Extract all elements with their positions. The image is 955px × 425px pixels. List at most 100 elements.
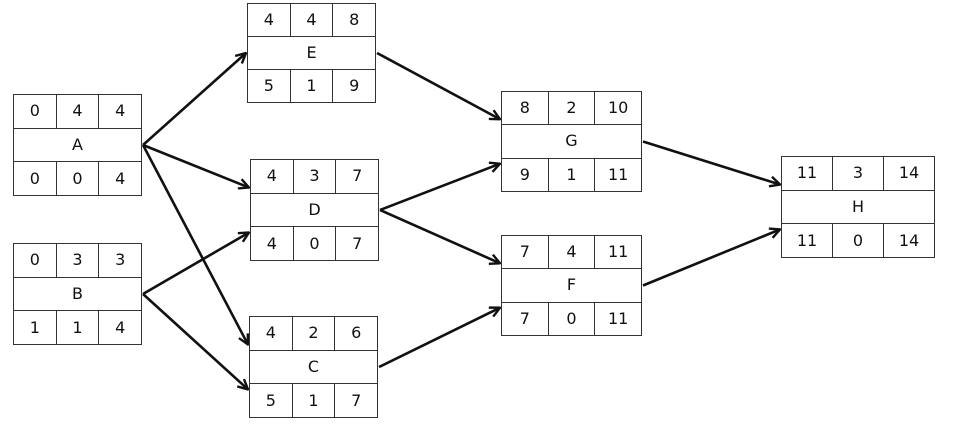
node-d-label: D xyxy=(308,200,321,219)
activity-node-h: 11 3 14 H 11 0 14 xyxy=(781,156,935,258)
node-b-bottom-cell-2: 1 xyxy=(55,311,99,345)
node-e-label-row: E xyxy=(248,36,375,69)
node-f-label: F xyxy=(566,275,577,295)
arrow-f-to-h xyxy=(642,229,780,287)
activity-node-e: 4 4 8 E 5 1 9 xyxy=(247,3,376,103)
arrow-a-to-d xyxy=(142,143,249,188)
node-d-bottom-row: 4 0 7 xyxy=(251,226,378,261)
node-e-bottom-cell-1: 5 xyxy=(263,76,274,95)
node-e-top-cell-1: 4 xyxy=(263,10,274,29)
node-d-top-cell-3: 7 xyxy=(335,160,378,193)
node-b-bottom-cell-3: 4 xyxy=(98,311,141,345)
node-h-bottom-cell-1: 11 xyxy=(796,230,818,250)
node-f-top-row: 7 4 11 xyxy=(502,236,641,269)
node-e-top-cell-3: 8 xyxy=(332,4,375,36)
node-d-top-cell-1: 4 xyxy=(266,166,277,186)
node-g-label: G xyxy=(565,131,578,151)
node-c-bottom-cell-3: 7 xyxy=(334,384,377,418)
node-e-bottom-cell-3: 9 xyxy=(332,70,375,102)
arrow-d-to-f xyxy=(379,208,500,263)
node-f-bottom-cell-1: 7 xyxy=(519,308,530,328)
node-f-bottom-cell-2: 0 xyxy=(547,302,595,335)
node-a-bottom-cell-2: 0 xyxy=(55,162,99,196)
arrow-b-to-c xyxy=(142,293,248,389)
node-b-label: B xyxy=(72,284,83,303)
node-d-label-row: D xyxy=(251,192,378,227)
node-b-label-row: B xyxy=(14,276,141,311)
node-e-top-row: 4 4 8 xyxy=(248,4,375,36)
node-h-top-row: 11 3 14 xyxy=(782,157,934,190)
node-g-label-row: G xyxy=(502,124,641,157)
node-f-label-row: F xyxy=(502,268,641,301)
node-a-top-cell-3: 4 xyxy=(98,95,141,128)
node-e-bottom-cell-2: 1 xyxy=(289,70,333,102)
node-g-top-cell-2: 2 xyxy=(547,92,595,125)
node-c-top-cell-1: 4 xyxy=(265,323,276,343)
node-c-bottom-cell-1: 5 xyxy=(265,390,276,410)
node-a-label-row: A xyxy=(14,127,141,162)
node-e-label: E xyxy=(306,43,317,62)
node-c-bottom-cell-2: 1 xyxy=(291,384,335,418)
node-d-top-row: 4 3 7 xyxy=(251,160,378,193)
node-c-top-row: 4 2 6 xyxy=(250,317,377,350)
node-h-label-row: H xyxy=(782,189,934,224)
node-h-bottom-row: 11 0 14 xyxy=(782,223,934,258)
node-b-top-cell-3: 3 xyxy=(98,244,141,277)
node-h-bottom-cell-3: 14 xyxy=(883,224,934,258)
node-g-top-cell-1: 8 xyxy=(519,98,530,118)
node-g-bottom-cell-1: 9 xyxy=(519,164,530,184)
node-f-bottom-cell-3: 11 xyxy=(594,302,641,335)
node-c-label: C xyxy=(307,357,320,376)
node-c-top-cell-3: 6 xyxy=(334,317,377,350)
node-a-bottom-cell-3: 4 xyxy=(98,162,141,196)
node-h-top-cell-1: 11 xyxy=(796,163,818,183)
node-f-top-cell-1: 7 xyxy=(519,242,530,262)
activity-node-c: 4 2 6 C 5 1 7 xyxy=(249,316,378,418)
node-c-bottom-row: 5 1 7 xyxy=(250,383,377,418)
node-b-bottom-cell-1: 1 xyxy=(29,317,40,337)
node-c-top-cell-2: 2 xyxy=(291,317,335,350)
node-b-top-cell-1: 0 xyxy=(29,250,40,270)
node-g-bottom-cell-2: 1 xyxy=(547,158,595,191)
node-g-top-row: 8 2 10 xyxy=(502,92,641,125)
node-d-bottom-cell-1: 4 xyxy=(266,233,277,253)
node-d-bottom-cell-3: 7 xyxy=(335,227,378,261)
node-b-top-row: 0 3 3 xyxy=(14,244,141,277)
node-a-bottom-row: 0 0 4 xyxy=(14,161,141,196)
arrow-g-to-h xyxy=(642,140,780,185)
node-h-top-cell-3: 14 xyxy=(883,157,934,190)
node-f-bottom-row: 7 0 11 xyxy=(502,301,641,335)
node-c-label-row: C xyxy=(250,349,377,384)
node-b-bottom-row: 1 1 4 xyxy=(14,310,141,345)
node-f-top-cell-2: 4 xyxy=(547,236,595,269)
arrow-a-to-c xyxy=(141,144,248,345)
node-a-top-cell-1: 0 xyxy=(29,101,40,121)
activity-node-b: 0 3 3 B 1 1 4 xyxy=(13,243,142,345)
arrow-d-to-g xyxy=(379,164,500,212)
arrow-e-to-g xyxy=(376,51,500,119)
activity-node-a: 0 4 4 A 0 0 4 xyxy=(13,94,142,196)
activity-node-f: 7 4 11 F 7 0 11 xyxy=(501,235,642,336)
activity-node-g: 8 2 10 G 9 1 11 xyxy=(501,91,642,192)
arrow-c-to-f xyxy=(378,308,500,369)
node-g-bottom-cell-3: 11 xyxy=(594,158,641,191)
activity-node-d: 4 3 7 D 4 0 7 xyxy=(250,159,379,261)
node-a-top-row: 0 4 4 xyxy=(14,95,141,128)
node-a-top-cell-2: 4 xyxy=(55,95,99,128)
node-b-top-cell-2: 3 xyxy=(55,244,99,277)
arrow-a-to-e xyxy=(142,53,246,146)
node-f-top-cell-3: 11 xyxy=(594,236,641,269)
node-g-top-cell-3: 10 xyxy=(594,92,641,125)
node-d-top-cell-2: 3 xyxy=(292,160,336,193)
node-d-bottom-cell-2: 0 xyxy=(292,227,336,261)
node-e-top-cell-2: 4 xyxy=(289,4,333,36)
node-g-bottom-row: 9 1 11 xyxy=(502,157,641,191)
node-h-top-cell-2: 3 xyxy=(832,157,883,190)
node-a-label: A xyxy=(72,135,83,154)
node-h-bottom-cell-2: 0 xyxy=(832,224,883,258)
node-e-bottom-row: 5 1 9 xyxy=(248,69,375,102)
node-h-label: H xyxy=(851,197,865,216)
arrow-b-to-d xyxy=(142,232,249,296)
node-a-bottom-cell-1: 0 xyxy=(29,168,40,188)
